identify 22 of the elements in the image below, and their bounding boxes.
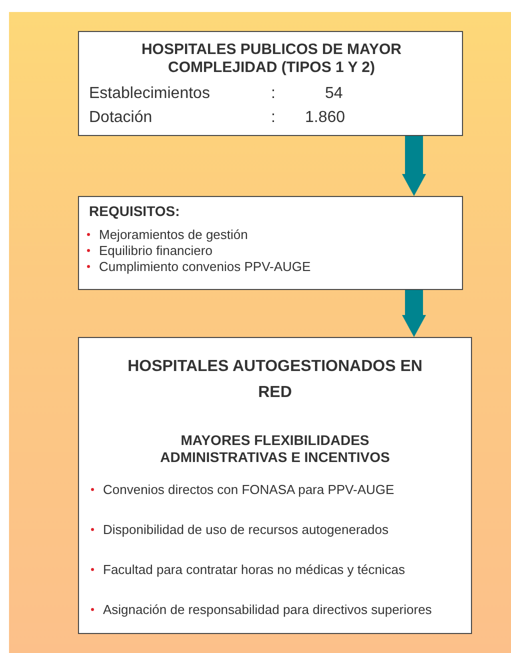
data-text: : (271, 84, 276, 104)
data-text: Dotación (89, 108, 154, 128)
arrow (402, 136, 426, 196)
text-box (78, 337, 472, 634)
box-heading: REQUISITOS: (89, 203, 181, 220)
subheading: MAYORES FLEXIBILIDADES ADMINISTRATIVAS E INCENTIVOS (159, 432, 391, 466)
bullet-item: Cumplimiento convenios PPV-AUGE (85, 259, 459, 275)
bullet-item: Disponibilidad de uso de recursos autogenerados (89, 522, 473, 538)
data-text: : (271, 108, 276, 128)
data-text: 54 (325, 84, 344, 104)
box-heading: HOSPITALES AUTOGESTIONADOS EN RED (126, 357, 424, 403)
box-heading: HOSPITALES PUBLICOS DE MAYOR COMPLEJIDAD (TIPOS 1 Y 2) (140, 41, 403, 77)
data-text: 1.860 (305, 108, 346, 128)
bullet-item: Asignación de responsabilidad para directivos superiores (89, 602, 473, 618)
text-box (78, 31, 463, 136)
bullet-item: Facultad para contratar horas no médicas y técnicas (89, 562, 473, 578)
bullet-item: Mejoramientos de gestión (85, 227, 459, 243)
bullet-item: Convenios directos con FONASA para PPV-AUGE (89, 482, 473, 498)
arrow (402, 290, 426, 337)
text-box (78, 196, 463, 290)
bullet-item: Equilibrio financiero (85, 243, 459, 259)
data-text: Establecimientos (89, 84, 211, 104)
